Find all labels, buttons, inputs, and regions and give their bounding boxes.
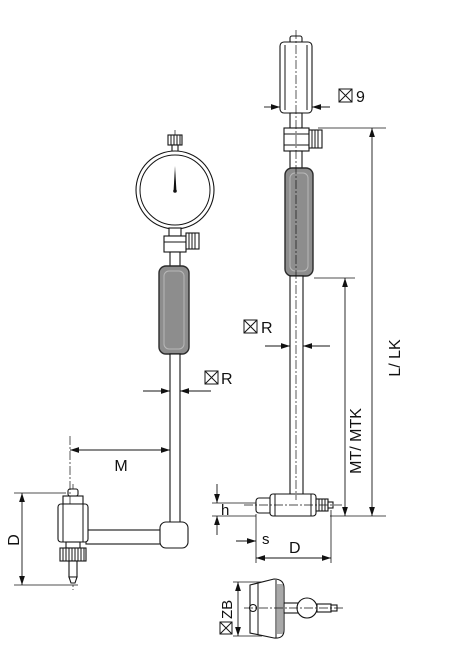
- knurled-nut: [59, 547, 87, 562]
- contact-collar: [62, 495, 84, 505]
- elbow-block: [159, 521, 189, 549]
- dial-needle: [173, 166, 177, 192]
- dimension-label-r: R: [221, 371, 233, 388]
- indicator-body-edges: [284, 45, 308, 110]
- square-cross-icon: [243, 319, 258, 334]
- extension-rod: [169, 353, 181, 525]
- dial-needle-hub: [173, 189, 177, 193]
- dimension-label-h: h: [221, 502, 229, 519]
- measuring-head-top-view: ZB: [219, 578, 344, 639]
- horizontal-arm: [85, 529, 165, 545]
- square-cross-diagonals: [219, 621, 233, 635]
- anvil-stem: [68, 560, 78, 578]
- square-cross-diagonals: [243, 319, 258, 334]
- knurl-lines: [62, 548, 85, 561]
- square-cross-diagonals: [338, 88, 353, 103]
- dimension-label-mt-mtk: MT/ MTK: [348, 408, 365, 474]
- handle-highlight: [289, 172, 309, 272]
- dimension-label-zb: ZB: [219, 600, 236, 619]
- right-dimensions: 9 L/ LK MT/ MTK R h s D: [212, 88, 404, 563]
- anvil-tip: [68, 576, 78, 584]
- dimension-label-d: D: [6, 534, 23, 546]
- zb-label-group: ZB: [219, 600, 236, 635]
- clamp-collar-lines: [284, 133, 309, 146]
- right-bore-gauge: [244, 30, 342, 517]
- dimension-label-9: 9: [356, 89, 365, 106]
- contact-cap: [67, 488, 79, 497]
- square-cross-diagonals: [204, 370, 219, 385]
- upper-rod: [169, 251, 181, 268]
- clamp-collar: [163, 235, 187, 253]
- head-top-shade: [277, 584, 283, 634]
- square-cross-icon: [219, 621, 233, 635]
- knurl-lines: [170, 135, 181, 145]
- handle-highlight: [163, 270, 185, 350]
- dial-neck: [168, 227, 182, 237]
- knurl-lines: [311, 130, 319, 148]
- knurl-lines: [188, 233, 196, 249]
- head-top-edges: [257, 580, 277, 638]
- dimension-label-l-lk: L/ LK: [387, 339, 404, 377]
- head-body-edges: [62, 504, 84, 542]
- dimension-label-m: M: [114, 458, 127, 475]
- square-cross-icon: [338, 88, 353, 103]
- left-bore-gauge: [57, 130, 215, 590]
- left-dimensions: D M R: [6, 370, 233, 586]
- handle: [284, 167, 314, 277]
- head-neck: [65, 541, 81, 549]
- square-cross-icon: [204, 370, 219, 385]
- dial-face: [139, 154, 211, 226]
- extension-rod: [289, 275, 304, 497]
- clamp-collar: [283, 127, 310, 152]
- dimension-label-d: D: [289, 540, 301, 557]
- dimension-label-s: s: [262, 531, 270, 548]
- dimension-label-r: R: [261, 320, 273, 337]
